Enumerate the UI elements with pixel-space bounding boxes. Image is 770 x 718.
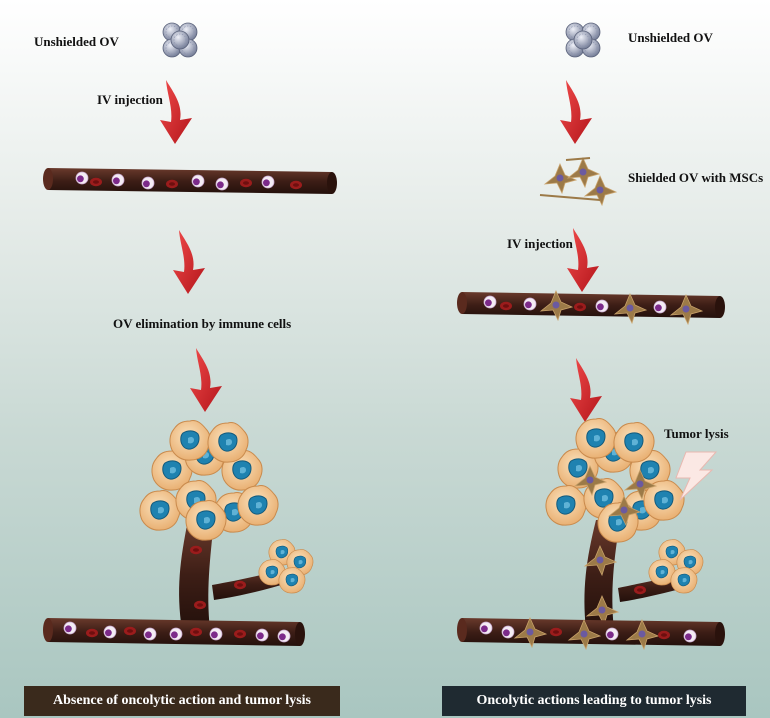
- ov-particle-icon-right: [566, 23, 600, 57]
- ov-elimination-label: OV elimination by immune cells: [113, 316, 292, 331]
- arrow-icon-left-3: [190, 348, 222, 412]
- arrow-icon-right-3: [570, 358, 602, 422]
- right-panel-banner: Oncolytic actions leading to tumor lysis: [442, 686, 746, 716]
- blood-vessel-right-2: [457, 617, 725, 650]
- blood-vessel-right-1: [457, 290, 725, 325]
- iv-injection-label-left: IV injection: [97, 92, 163, 107]
- tumor-mass-left: [139, 420, 313, 630]
- shielded-ov-msc-label: Shielded OV with MSCs: [628, 170, 764, 185]
- unshielded-ov-label-right: Unshielded OV: [628, 30, 713, 45]
- arrow-icon-left-2: [173, 230, 205, 294]
- blood-vessel-left-1: [43, 168, 337, 194]
- shielded-msc-icon: [539, 157, 617, 206]
- unshielded-ov-label-left: Unshielded OV: [34, 34, 119, 49]
- tumor-mass-right: [545, 418, 703, 630]
- tumor-lysis-label: Tumor lysis: [664, 426, 729, 441]
- blood-vessel-left-2: [43, 618, 305, 646]
- ov-particle-icon-left: [163, 23, 197, 57]
- arrow-icon-right-1: [560, 80, 592, 144]
- left-panel-banner: Absence of oncolytic action and tumor ly…: [24, 686, 340, 716]
- iv-injection-label-right: IV injection: [507, 236, 573, 251]
- arrow-icon-left-1: [160, 80, 192, 144]
- lightning-bolt-icon: [675, 451, 718, 501]
